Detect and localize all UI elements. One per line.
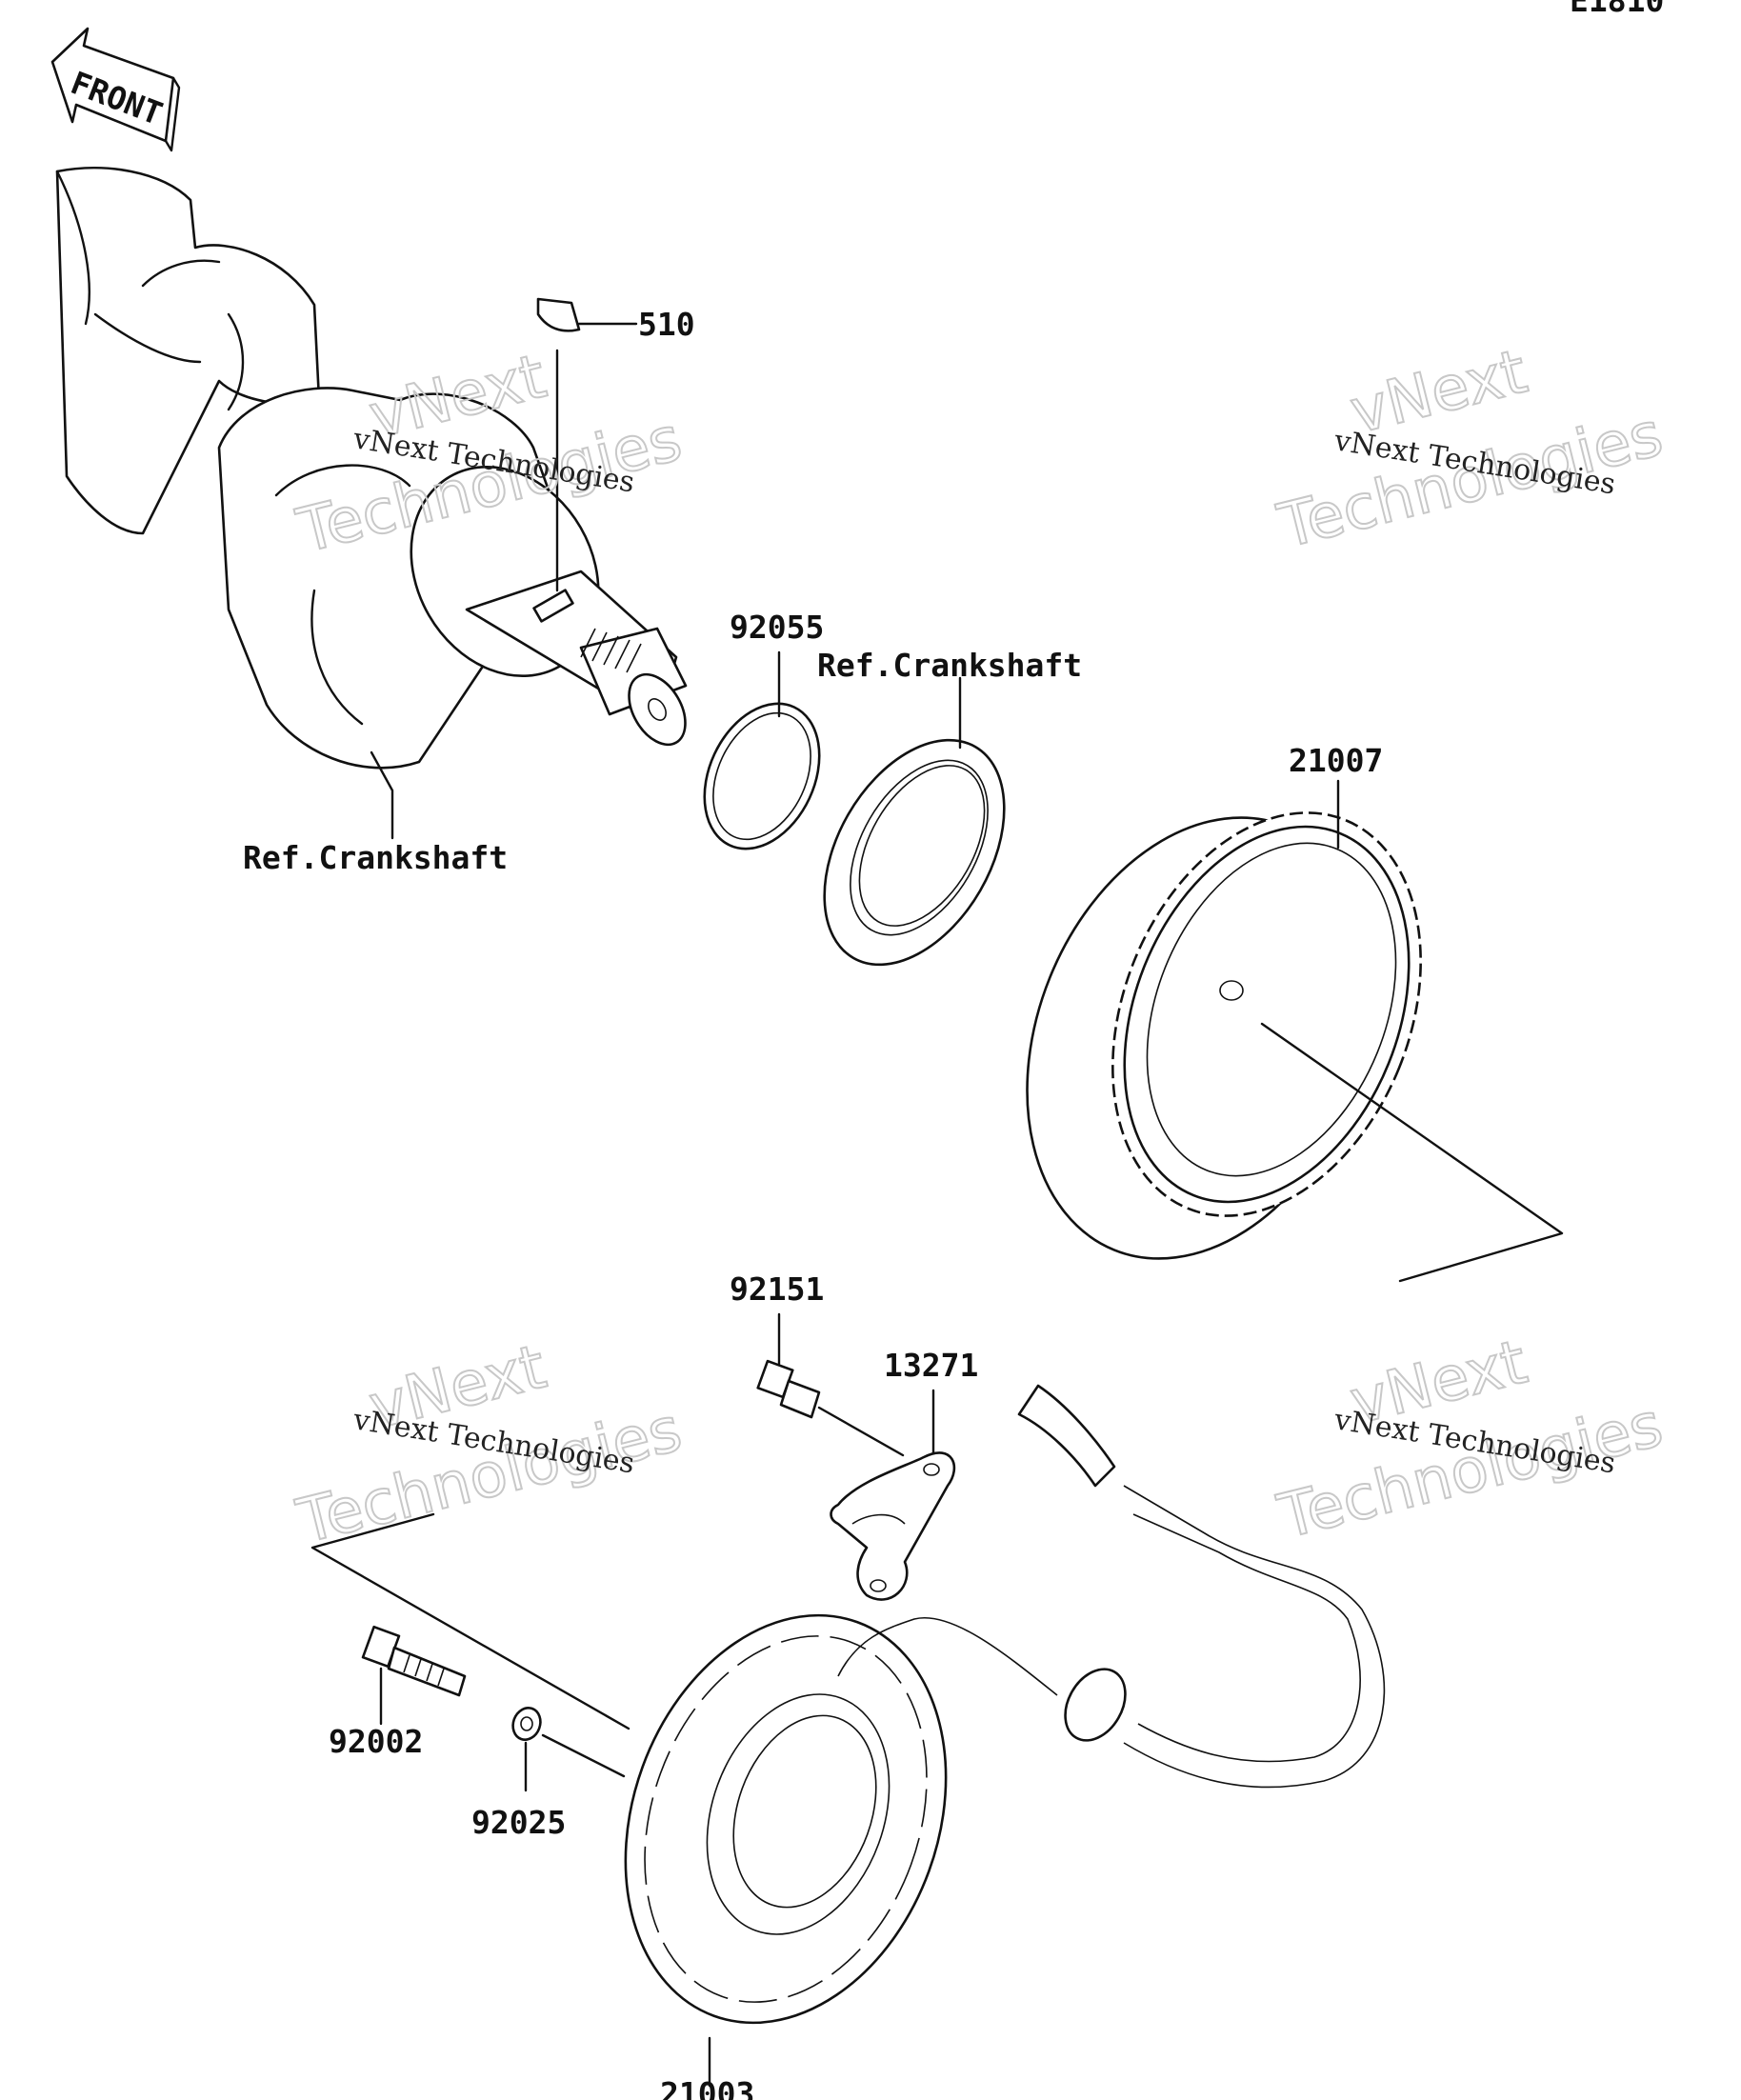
woodruff-key-510: [536, 297, 581, 332]
leader-ref-crank-left: [370, 750, 394, 840]
bolt-92151: [756, 1359, 905, 1457]
label-92002[interactable]: 92002: [329, 1723, 423, 1760]
label-510[interactable]: 510: [638, 306, 695, 343]
label-13271[interactable]: 13271: [884, 1347, 978, 1384]
oil-seal: [823, 738, 1006, 967]
watermark-bottom-left: vNext Technologies vNext Technologies: [290, 1330, 690, 1558]
watermark-bottom-right: vNext Technologies vNext Technologies: [1271, 1326, 1671, 1553]
crankshaft-drawing: [55, 166, 688, 770]
label-ref-crankshaft-left[interactable]: Ref.Crankshaft: [243, 839, 508, 876]
bolt-92002: [361, 1625, 467, 1697]
label-ref-crankshaft-top[interactable]: Ref.Crankshaft: [817, 647, 1082, 684]
label-92055[interactable]: 92055: [730, 609, 824, 646]
stator-21003: [624, 1384, 1386, 2025]
washer-92025: [511, 1707, 626, 1778]
diagram-code: E1810: [1570, 0, 1664, 19]
label-21007[interactable]: 21007: [1289, 742, 1383, 779]
label-92025[interactable]: 92025: [471, 1804, 566, 1841]
plate-13271: [830, 1451, 956, 1601]
label-21003[interactable]: 21003: [660, 2075, 754, 2100]
flywheel-rotor-21007: [1026, 811, 1564, 1283]
front-arrow-icon: FRONT: [50, 27, 181, 152]
watermark-top-right: vNext Technologies vNext Technologies: [1271, 335, 1671, 563]
label-92151[interactable]: 92151: [730, 1270, 824, 1308]
leader-stator-assembly: [310, 1512, 630, 1730]
ring-92055: [703, 702, 821, 850]
